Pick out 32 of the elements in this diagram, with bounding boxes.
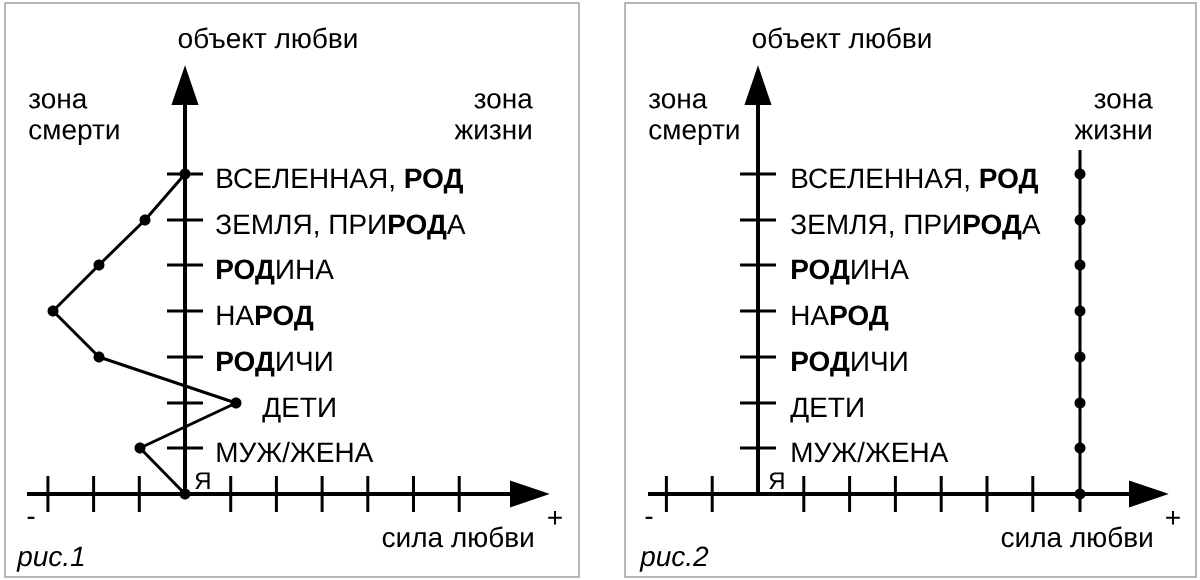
- tick-label: НАРОД: [792, 305, 889, 331]
- axis-title: сила любви: [382, 526, 533, 548]
- sign-label: +: [1166, 510, 1180, 525]
- tick-label: МУЖ/ЖЕНА: [792, 441, 949, 463]
- tick-label: МУЖ/ЖЕНА: [217, 441, 374, 463]
- sign-label: +: [548, 510, 562, 525]
- origin-label: Я: [769, 472, 784, 489]
- figure-caption: рис.1: [16, 546, 84, 572]
- zone-label: зона жизни: [454, 93, 533, 140]
- panel-frame: [4, 2, 580, 578]
- zone-label: зона жизни: [1074, 93, 1153, 140]
- sign-label: -: [645, 516, 653, 519]
- tick-label: РОДИНА: [217, 259, 334, 285]
- axis-title: объект любви: [178, 27, 357, 49]
- tick-label: РОДИНА: [792, 259, 909, 285]
- tick-label: ВСЕЛЕННАЯ, РОД: [792, 168, 1038, 194]
- zone-label: зона смерти: [648, 93, 739, 146]
- axis-title: объект любви: [752, 27, 931, 49]
- axis-title: сила любви: [1001, 526, 1152, 548]
- tick-label: ЗЕМЛЯ, ПРИРОДА: [216, 214, 466, 240]
- panel-frame: [624, 2, 1197, 578]
- tick-label: ДЕТИ: [262, 397, 335, 423]
- tick-label: НАРОД: [217, 305, 314, 331]
- zone-label: зона смерти: [28, 93, 119, 146]
- tick-label: ДЕТИ: [790, 397, 863, 423]
- figure-caption: рис.2: [639, 546, 709, 572]
- tick-label: ЗЕМЛЯ, ПРИРОДА: [791, 214, 1041, 240]
- origin-label: Я: [195, 472, 210, 489]
- tick-label: РОДИЧИ: [217, 351, 332, 377]
- tick-label: РОДИЧИ: [792, 351, 907, 377]
- sign-label: -: [27, 516, 35, 519]
- tick-label: ВСЕЛЕННАЯ, РОД: [217, 168, 463, 194]
